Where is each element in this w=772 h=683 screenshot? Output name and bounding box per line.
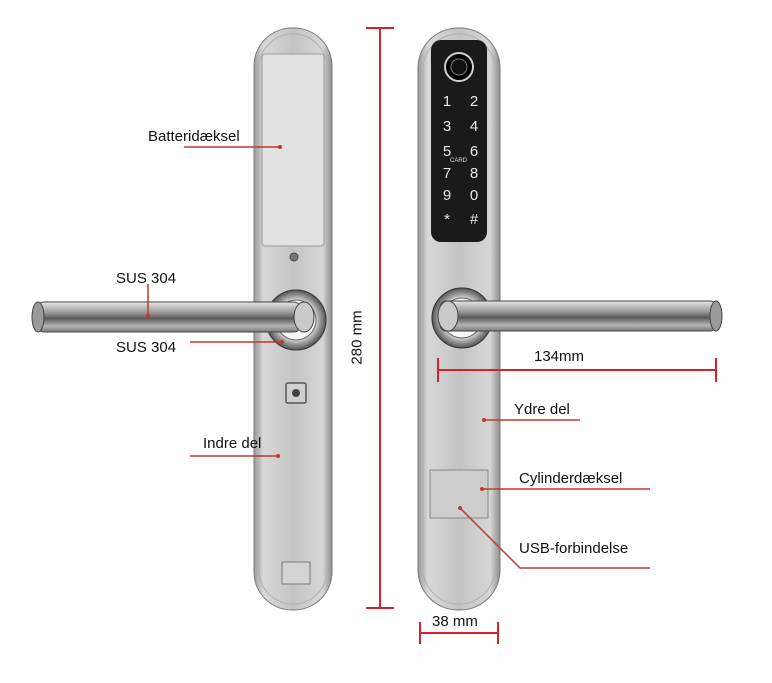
leader-lines [147, 146, 650, 569]
key-3: 3 [442, 118, 452, 135]
label-usb-connection: USB-forbindelse [519, 540, 629, 557]
key-star: * [444, 211, 450, 228]
key-8: 8 [469, 165, 479, 182]
inner-handle [31, 289, 327, 351]
label-battery-cover: Batteridæksel [148, 128, 240, 145]
key-9: 9 [442, 187, 452, 204]
keypad-panel [431, 40, 487, 242]
key-hash: # [469, 211, 479, 228]
outer-handle [431, 287, 723, 349]
usb-port-cover [281, 561, 311, 585]
key-6: 6 [469, 143, 479, 160]
leader-dots [146, 145, 486, 510]
key-5: 5 [442, 143, 452, 160]
key-2: 2 [469, 93, 479, 110]
battery-cover-panel [261, 53, 325, 247]
card-reader-label: CARD [450, 158, 468, 164]
leader-usb-connection [459, 507, 650, 569]
label-rose-material: SUS 304 [116, 339, 177, 356]
label-cylinder-cover: Cylinderdæksel [519, 470, 623, 487]
dim-height-label: 280 mm [348, 310, 366, 365]
key-7: 7 [442, 165, 452, 182]
cylinder-cover-panel [429, 469, 489, 519]
label-inner-part: Indre del [203, 435, 262, 452]
key-0: 0 [469, 187, 479, 204]
dim-width-label: 38 mm [432, 613, 478, 630]
dimension-lines [366, 27, 717, 644]
dim-handle-label: 134mm [534, 348, 585, 365]
screw-icon [289, 252, 299, 262]
key-1: 1 [442, 93, 452, 110]
label-handle-material: SUS 304 [116, 270, 177, 287]
label-outer-part: Ydre del [514, 401, 570, 418]
key-4: 4 [469, 118, 479, 135]
